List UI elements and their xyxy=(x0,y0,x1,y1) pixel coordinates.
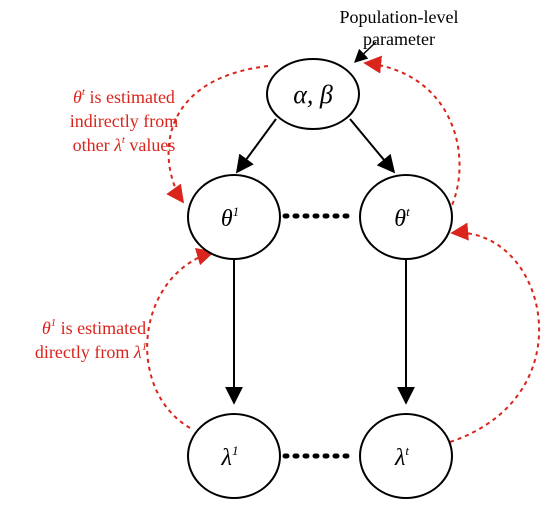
node-theta1: θ1 xyxy=(187,174,281,260)
direct-lambda-symbol: λ xyxy=(133,342,142,362)
indirect-lambda-symbol: λ xyxy=(113,135,122,155)
node-lambda1: λ1 xyxy=(187,413,281,499)
node-theta1-label: θ1 xyxy=(221,204,239,232)
indirect-source-curve xyxy=(363,55,461,213)
population-note-line1: Population-level xyxy=(340,7,459,27)
node-theta1-symbol: θ xyxy=(221,206,233,232)
direct-theta-symbol: θ xyxy=(42,318,51,338)
direct-lambda-superscript: 1 xyxy=(142,341,148,353)
node-thetat-superscript: t xyxy=(406,204,410,219)
direct-note-line1: θ1 is estimated xyxy=(42,317,146,338)
indirect-note-line3: other λt values xyxy=(73,134,176,155)
node-lambdat-label: λt xyxy=(394,443,409,471)
direct-line1-text: is estimated xyxy=(56,318,146,338)
node-hyper: α, β xyxy=(266,58,360,130)
node-lambda1-symbol: λ xyxy=(221,445,232,471)
node-lambda1-label: λ1 xyxy=(221,443,239,471)
indirect-line3-prefix: other xyxy=(73,135,114,155)
indirect-note-line2: indirectly from xyxy=(70,111,178,131)
node-thetat-symbol: θ xyxy=(394,206,406,232)
node-lambda1-superscript: 1 xyxy=(232,443,239,458)
indirect-note-line1: θt is estimated xyxy=(73,86,175,107)
arrow-to-hyper-annotation xyxy=(354,41,377,63)
indirect-lambda-superscript: t xyxy=(122,134,126,146)
node-hyper-label: α, β xyxy=(293,80,333,109)
direct-line2-prefix: directly from xyxy=(35,342,134,362)
indirect-line3-suffix: values xyxy=(125,135,175,155)
node-lambdat-superscript: t xyxy=(405,443,409,458)
indirect-line1-text: is estimated xyxy=(85,87,175,107)
node-thetat-label: θt xyxy=(394,204,410,232)
indirect-theta-superscript: t xyxy=(82,86,86,98)
direct-note-line2: directly from λ1 xyxy=(35,341,147,362)
arrow-hyper-to-thetat xyxy=(349,118,396,174)
node-thetat: θt xyxy=(359,174,453,260)
node-lambdat: λt xyxy=(359,413,453,499)
indirect-theta-symbol: θ xyxy=(73,87,82,107)
node-lambdat-symbol: λ xyxy=(394,445,405,471)
direct-estimation-curve xyxy=(146,247,215,429)
direct-theta-superscript: 1 xyxy=(51,317,57,329)
node-theta1-superscript: 1 xyxy=(233,204,240,219)
population-note-line2: parameter xyxy=(363,29,435,49)
lambdat-to-thetat-curve xyxy=(449,222,540,443)
arrow-hyper-to-theta1 xyxy=(235,118,277,174)
